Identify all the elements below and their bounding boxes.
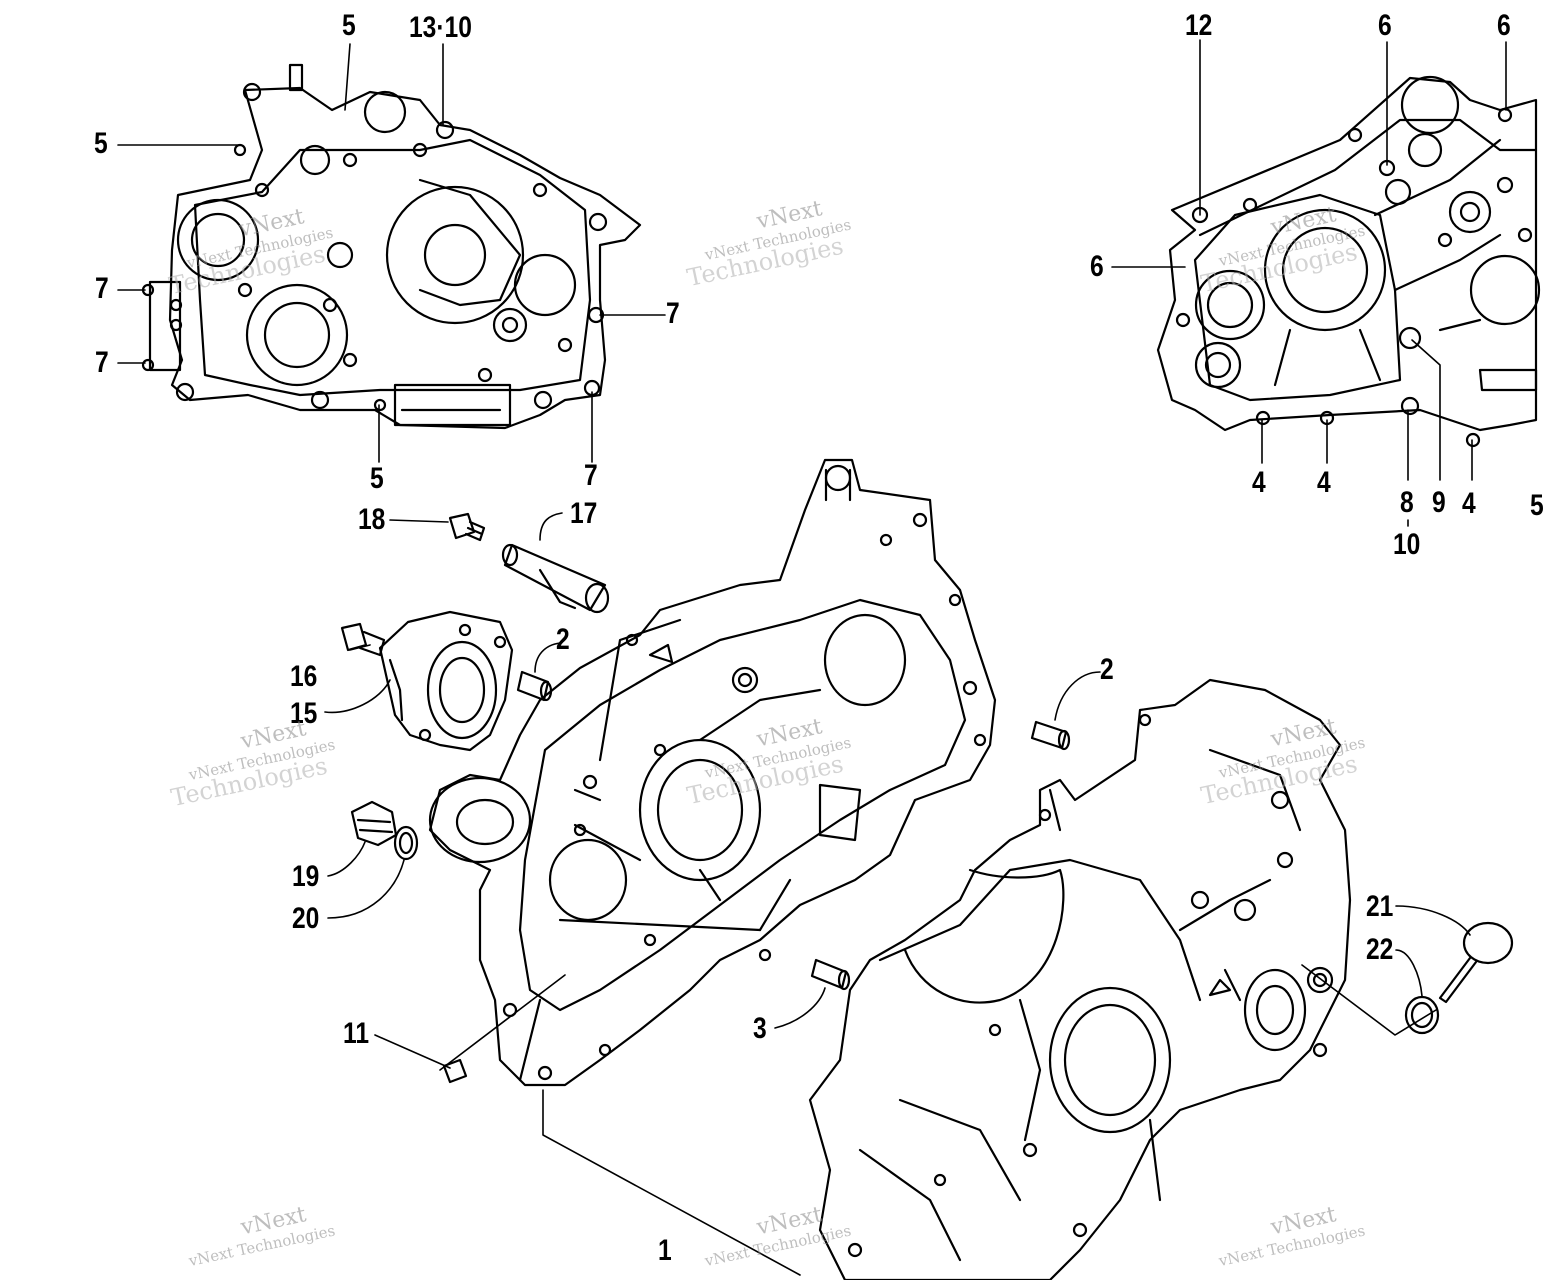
callout-5b: 5 (94, 127, 108, 160)
callout-7a: 7 (95, 272, 109, 305)
bolt-18 (448, 512, 486, 542)
bolt-16 (340, 622, 386, 657)
leader-lines (117, 39, 1507, 1276)
callout-2b: 2 (1100, 653, 1114, 686)
callout-5c: 5 (370, 462, 384, 495)
callout-1: 1 (658, 1234, 672, 1267)
callout-21: 21 (1366, 890, 1394, 923)
callout-4a: 4 (1252, 466, 1266, 499)
callout-8: 8 (1400, 486, 1414, 519)
plug-11 (442, 1058, 468, 1084)
callout-2a: 2 (556, 623, 570, 656)
plug-19 (350, 800, 398, 847)
callout-11: 11 (343, 1017, 370, 1050)
dowel-2a (516, 670, 553, 702)
callout-15: 15 (290, 697, 318, 730)
callout-4b: 4 (1317, 466, 1331, 499)
callout-7c: 7 (666, 297, 680, 330)
callout-3: 3 (753, 1012, 767, 1045)
callout-22: 22 (1366, 933, 1394, 966)
housing-15 (378, 610, 514, 752)
o-ring-22 (1404, 995, 1440, 1035)
sleeve-17 (501, 543, 610, 614)
crankcase-half-left-view (141, 63, 642, 430)
callout-17: 17 (570, 497, 598, 530)
callout-6a: 6 (1378, 9, 1392, 42)
dowel-3 (810, 958, 851, 991)
callout-10: 10 (1393, 528, 1421, 561)
crankcase-half-main-left (428, 458, 997, 1087)
callout-18: 18 (358, 503, 386, 536)
callout-7b: 7 (95, 346, 109, 379)
callout-12: 12 (1185, 9, 1213, 42)
callout-6c: 6 (1090, 250, 1104, 283)
callout-6b: 6 (1497, 9, 1511, 42)
callout-16: 16 (290, 660, 318, 693)
crankcase-half-main-right (808, 678, 1352, 1280)
callout-4c: 4 (1462, 487, 1476, 520)
callout-13-10: 13·10 (409, 11, 472, 44)
callout-19: 19 (292, 860, 320, 893)
callout-7d: 7 (584, 459, 598, 492)
washer-20 (393, 825, 419, 861)
callout-9: 9 (1432, 486, 1446, 519)
dipstick-21 (1438, 921, 1514, 1004)
callout-20: 20 (292, 902, 320, 935)
dowel-2b (1030, 720, 1071, 751)
callout-5d: 5 (1530, 489, 1544, 522)
callout-5a: 5 (342, 9, 356, 42)
crankcase-half-right-view (1156, 75, 1541, 448)
